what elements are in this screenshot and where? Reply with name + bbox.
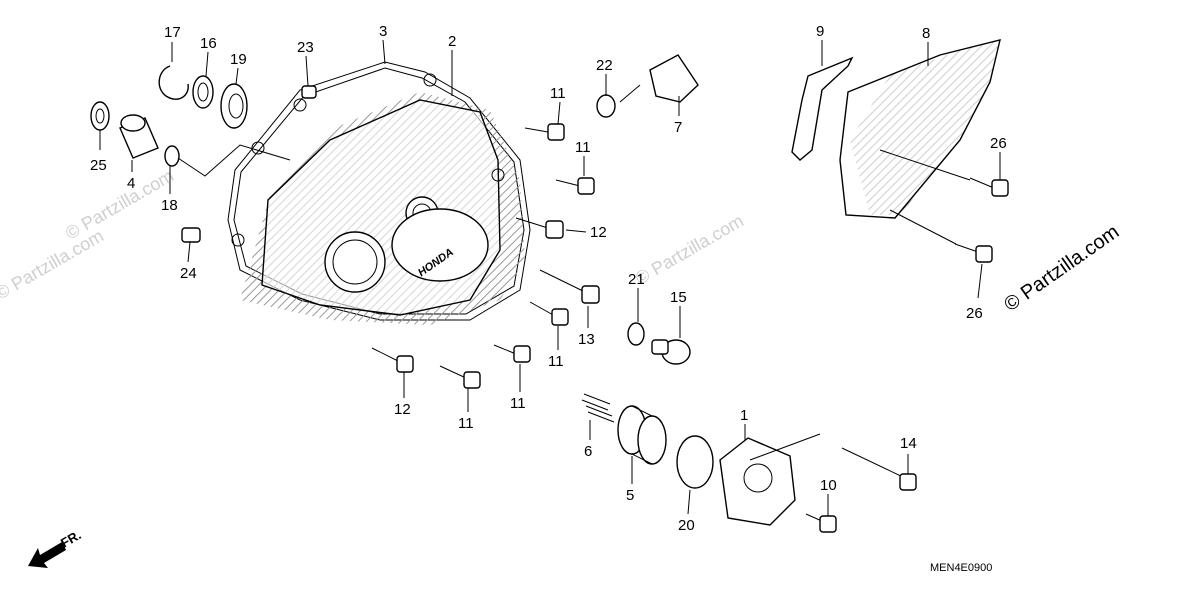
oil-filler-cap-7 (619, 54, 699, 103)
sprocket-cover-8 (839, 39, 1001, 219)
part-label-16: 16 (200, 35, 217, 52)
crankcase-cover-2: HONDA (231, 73, 525, 325)
dowel-pin-24 (181, 227, 201, 243)
spring-6 (581, 393, 615, 423)
leader-lines (99, 39, 1001, 516)
part-label-10: 10 (820, 477, 837, 494)
watermark: © Partzilla.com (0, 225, 107, 303)
part-label-15: 15 (670, 289, 687, 306)
dowel-pin-23 (301, 85, 317, 99)
o-ring-18 (164, 145, 180, 167)
bearing-19 (220, 83, 248, 129)
oil-seal-25 (90, 101, 110, 131)
part-label-11: 11 (550, 85, 566, 102)
part-label-20: 20 (678, 517, 695, 534)
part-label-1: 1 (740, 407, 748, 424)
oil-filter-5 (617, 405, 667, 465)
part-label-6: 6 (584, 443, 592, 460)
copyright-text: © Partzilla.com (1000, 221, 1123, 316)
o-ring-20 (676, 435, 714, 489)
part-label-23: 23 (297, 39, 314, 56)
bolt-11 (493, 344, 531, 363)
pipe-4 (119, 114, 159, 159)
part-label-18: 18 (161, 197, 178, 214)
part-label-22: 22 (596, 57, 613, 74)
part-label-9: 9 (816, 23, 824, 40)
part-label-17: 17 (164, 24, 181, 41)
diagram-code: MEN4E0900 (930, 562, 992, 574)
filter-cover-1 (719, 437, 796, 526)
bolt-11 (439, 365, 481, 389)
part-label-24: 24 (180, 265, 197, 282)
bolt-12 (371, 347, 414, 373)
part-label-2: 2 (448, 33, 456, 50)
part-label-5: 5 (626, 487, 634, 504)
part-label-11: 11 (575, 139, 591, 156)
plate-9 (791, 56, 854, 161)
arrow-icon (28, 542, 66, 568)
circlip-17 (158, 65, 189, 100)
bolt-14 (841, 447, 917, 491)
bolt-10 (805, 513, 837, 533)
part-label-25: 25 (90, 157, 107, 174)
part-label-3: 3 (379, 23, 387, 40)
watermark: © Partzilla.com (632, 210, 747, 288)
o-ring-21 (627, 322, 645, 346)
part-label-8: 8 (922, 25, 930, 42)
watermark: © Partzilla.com (62, 165, 177, 243)
bolt-11 (555, 177, 595, 195)
part-label-26: 26 (966, 305, 983, 322)
front-direction-marker: FR. (28, 527, 84, 568)
part-label-14: 14 (900, 435, 917, 452)
part-labels: 17 16 19 23 3 2 25 4 18 24 22 7 11 11 12… (90, 23, 1007, 534)
drain-plug-15 (651, 339, 691, 365)
bolt-26 (954, 243, 993, 263)
part-label-11: 11 (510, 395, 526, 412)
part-label-11: 11 (548, 353, 564, 370)
part-label-19: 19 (230, 51, 247, 68)
bolt-11 (524, 123, 565, 141)
part-label-26: 26 (990, 135, 1007, 152)
part-label-11: 11 (458, 415, 474, 432)
washer-16 (192, 75, 214, 109)
part-label-7: 7 (674, 119, 682, 136)
part-label-13: 13 (578, 331, 595, 348)
o-ring-22 (596, 94, 616, 118)
bolt-13 (539, 269, 600, 304)
bolt-12 (515, 217, 564, 239)
bolt-group (371, 123, 600, 389)
part-label-12: 12 (590, 224, 607, 241)
bolt-26 (969, 177, 1009, 197)
part-label-4: 4 (127, 175, 135, 192)
bolt-11 (529, 301, 569, 326)
part-label-21: 21 (628, 271, 645, 288)
part-label-12: 12 (394, 401, 411, 418)
